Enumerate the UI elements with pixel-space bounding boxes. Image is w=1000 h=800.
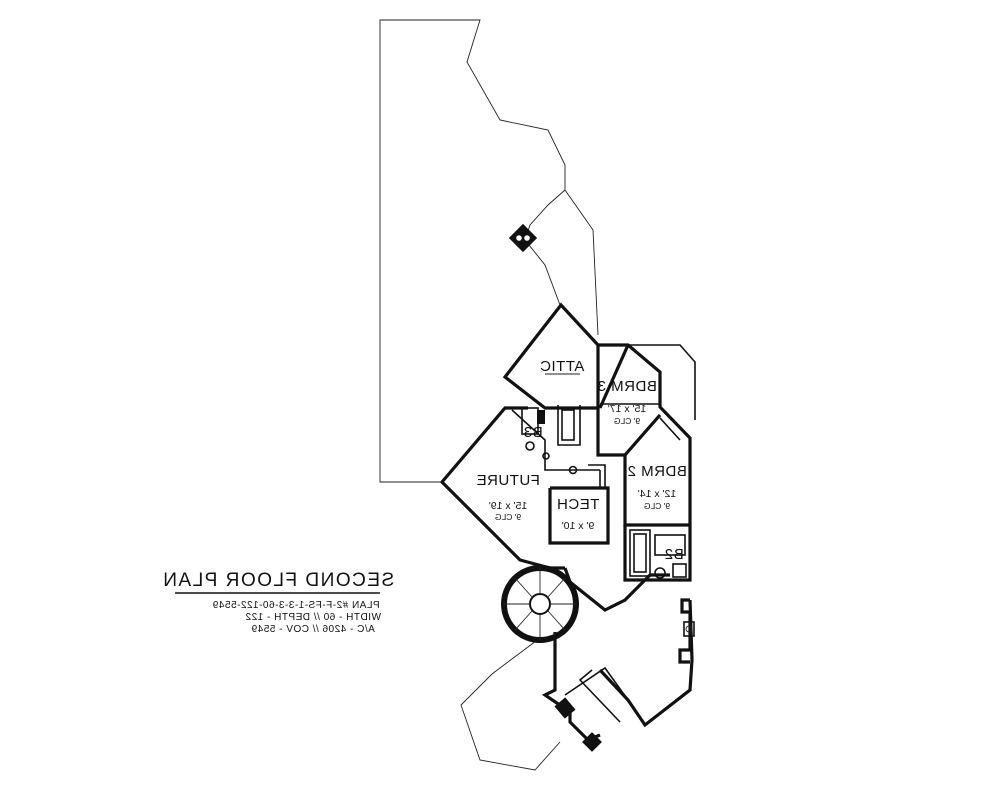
room-tech-name: TECH [557,496,600,513]
plan-info-line-1: PLAN #2-F-FS-1-3-3-60-122-5549 [212,600,379,611]
lower-wing-walls [541,567,694,752]
b2-fixtures [629,529,687,579]
room-b3-name: B3 [523,424,542,441]
spiral-stair [501,565,579,643]
plan-info-line-2: WIDTH - 60 // DEPTH - 122 [245,612,381,623]
room-future-name: FUTURE [476,472,540,489]
plan-title-block: SECOND FLOOR PLAN PLAN #2-F-FS-1-3-3-60-… [162,570,394,635]
room-bdrm2-name: BDRM 2 [627,463,687,480]
roof-outline [379,19,599,771]
room-tech-size: 9' x 10' [562,520,595,532]
room-bdrm2-size: 12' x 14' [638,488,676,500]
room-bdrm3-size: 15' x 17' [608,403,646,415]
room-bdrm3-ceiling: 9' CLG [614,416,640,426]
room-bdrm2-ceiling: 9' CLG [644,501,670,511]
plan-info-line-3: A/C - 4206 // COV - 5549 [251,624,375,635]
fixture-icon [508,223,538,253]
room-future-size: 15' x 19' [489,500,527,512]
plan-title: SECOND FLOOR PLAN [162,570,394,591]
room-attic-name: ATTIC [540,358,585,375]
room-b2-name: B2 [664,546,683,563]
fireplace [678,598,695,664]
room-future-ceiling: 9' CLG [495,512,521,522]
room-labels: ATTIC BDRM 3 15' x 17' 9' CLG BDRM 2 12'… [476,358,687,563]
room-bdrm3-name: BDRM 3 [597,378,657,395]
bay-walls [628,344,696,441]
attic-walls [502,302,600,410]
b3-fixtures [521,407,578,475]
